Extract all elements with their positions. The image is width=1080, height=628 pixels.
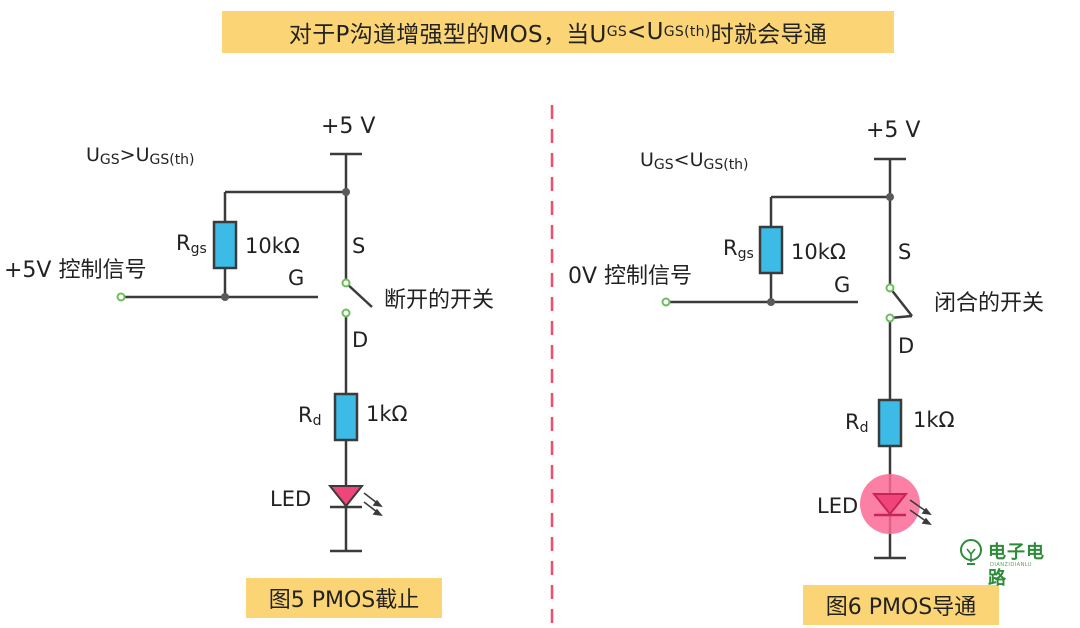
right-rd-value: 1kΩ — [913, 408, 955, 432]
right-led-label: LED — [817, 494, 859, 518]
left-rgs-value: 10kΩ — [245, 234, 300, 258]
right-rgs-resistor — [758, 225, 784, 275]
right-supply-label: +5 V — [866, 118, 921, 143]
right-led-icon — [860, 474, 932, 534]
left-led-label: LED — [270, 487, 312, 511]
right-node-gate — [767, 298, 775, 306]
left-rgs-label: Rgs — [176, 231, 207, 257]
left-switch-state: 断开的开关 — [384, 288, 495, 313]
right-node-top — [886, 193, 894, 201]
logo-text: 电子电路 — [988, 542, 1045, 589]
right-pin-g: G — [834, 273, 851, 297]
bulb-icon — [960, 539, 982, 565]
left-rd-value: 1kΩ — [366, 402, 408, 426]
left-pin-g: G — [288, 266, 305, 290]
right-condition-label: UGS<UGS(th) — [640, 149, 749, 173]
left-circuit — [122, 152, 373, 553]
left-switch-bottom-contact — [341, 308, 351, 318]
right-switch-top-contact — [885, 283, 895, 293]
right-rgs-value: 10kΩ — [791, 240, 846, 264]
left-node-gate — [221, 293, 229, 301]
right-pin-s: S — [898, 240, 912, 264]
right-caption: 图6 PMOS导通 — [803, 585, 999, 625]
right-switch-state: 闭合的开关 — [934, 291, 1045, 316]
right-rd-resistor — [877, 398, 903, 448]
left-control-label: +5V 控制信号 — [4, 258, 147, 283]
right-control-label: 0V 控制信号 — [568, 264, 693, 289]
left-pin-s: S — [352, 234, 366, 258]
left-rd-resistor — [333, 392, 359, 442]
left-rgs-resistor — [212, 220, 238, 270]
left-input-terminal — [116, 292, 126, 302]
right-input-terminal — [661, 297, 671, 307]
left-led-icon — [327, 485, 383, 517]
left-pin-d: D — [352, 328, 369, 352]
right-rd-label: Rd — [845, 410, 869, 436]
right-rgs-label: Rgs — [723, 236, 754, 262]
left-condition-label: UGS>UGS(th) — [86, 144, 195, 168]
right-pin-d: D — [898, 334, 915, 358]
logo-subtext: DIANZIDIANLU — [990, 562, 1033, 568]
left-switch-blade — [345, 282, 373, 308]
right-switch-bottom-contact — [885, 313, 895, 323]
left-caption: 图5 PMOS截止 — [246, 578, 442, 618]
right-switch-blade — [889, 287, 913, 317]
brand-logo: 电子电路 DIANZIDIANLU — [958, 536, 1058, 589]
left-supply-label: +5 V — [321, 114, 376, 139]
left-rd-label: Rd — [298, 403, 322, 429]
left-switch-top-contact — [341, 278, 351, 288]
left-node-top — [342, 188, 350, 196]
